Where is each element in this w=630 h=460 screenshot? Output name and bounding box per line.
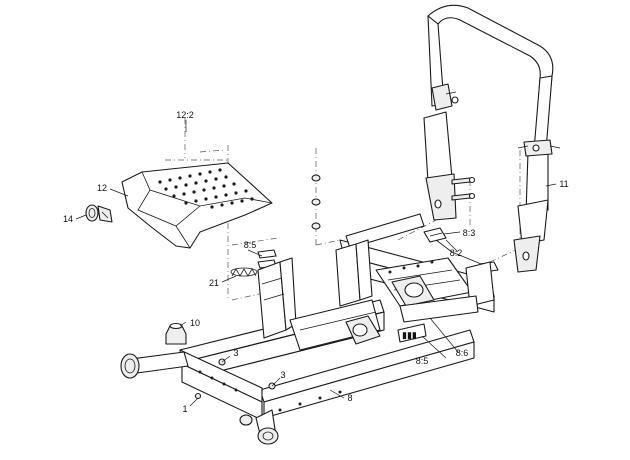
callout-leaders	[75, 120, 557, 407]
decal-badge	[85, 204, 113, 223]
callout-8-5-bottom: 8:5	[416, 356, 429, 366]
callout-11: 11	[559, 179, 568, 189]
callout-3-left: 3	[233, 348, 238, 358]
callout-8-2: 8:2	[450, 248, 463, 258]
callout-3-right: 3	[280, 370, 285, 380]
frame-block-marking: ▮▮▮	[402, 330, 417, 340]
callout-21: 21	[209, 278, 219, 288]
seat-platform	[121, 162, 273, 249]
rollbar-assembly	[423, 4, 561, 273]
callout-12: 12	[97, 183, 107, 193]
callout-8-5-top: 8:5	[244, 240, 257, 250]
hardware-nuts	[311, 174, 321, 230]
callout-12-2: 12:2	[176, 110, 194, 120]
callout-1: 1	[182, 404, 187, 414]
main-frame: ▮▮▮	[120, 213, 495, 445]
callout-14: 14	[63, 214, 73, 224]
callout-8-3: 8:3	[463, 228, 476, 238]
bumper-part	[165, 322, 187, 345]
callout-8: 8	[347, 393, 352, 403]
seat-platform-holes	[158, 168, 254, 209]
frame-holes	[198, 260, 434, 412]
callout-labels: 12:2 12 14 8:5 21 10 3 3 1 8 8:3 8:2 8:5…	[63, 110, 569, 414]
callout-10: 10	[190, 318, 200, 328]
callout-8-6: 8:6	[456, 348, 469, 358]
spring-part	[230, 267, 258, 277]
